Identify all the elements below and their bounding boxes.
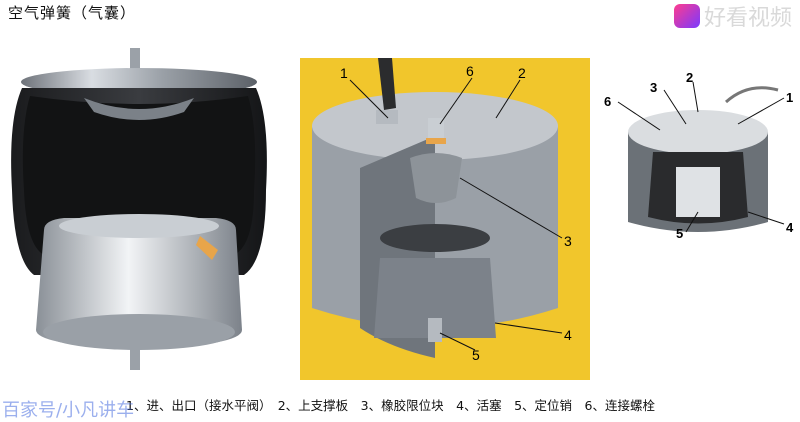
locating-pin bbox=[428, 318, 442, 342]
small-labelled-diagram: 3 2 6 1 4 5 bbox=[604, 72, 794, 241]
callout-right-4: 4 bbox=[786, 220, 794, 235]
piston-base-ring bbox=[43, 314, 235, 350]
bellows-inner-cavity bbox=[22, 96, 256, 255]
callout-middle-3: 3 bbox=[564, 233, 572, 249]
parts-legend-caption: 1、进、出口（接水平阀） 2、上支撑板 3、橡胶限位块 4、活塞 5、定位销 6… bbox=[126, 398, 655, 413]
upper-inner-cup bbox=[84, 98, 194, 120]
callout-right-3: 3 bbox=[650, 80, 657, 95]
piston-top-face bbox=[59, 214, 219, 238]
middle-piston bbox=[374, 258, 496, 338]
callout-right-5: 5 bbox=[676, 226, 683, 241]
middle-piston-top bbox=[380, 224, 490, 252]
bolt-orange-washer bbox=[426, 138, 446, 144]
brand-watermark: 好看视频 bbox=[673, 0, 792, 32]
brand-watermark-text: 好看视频 bbox=[703, 6, 792, 31]
brand-logo-icon bbox=[673, 4, 700, 28]
bottom-stud bbox=[130, 340, 140, 370]
air-spring-cutaway-render bbox=[11, 48, 267, 370]
connecting-bolt bbox=[428, 118, 444, 138]
labelled-cutaway-diagram: 1 6 2 3 4 5 bbox=[300, 58, 590, 380]
callout-right-1: 1 bbox=[786, 90, 793, 105]
bellows-seal bbox=[196, 236, 218, 260]
diagram-title: 空气弹簧（气囊） bbox=[8, 4, 137, 22]
inlet-pipe bbox=[378, 58, 396, 110]
callout-middle-6: 6 bbox=[466, 63, 474, 79]
rubber-stop bbox=[410, 153, 462, 203]
callout-middle-5: 5 bbox=[472, 347, 480, 363]
top-stud bbox=[130, 48, 140, 78]
callout-middle-4: 4 bbox=[564, 327, 572, 343]
callout-right-6: 6 bbox=[604, 94, 611, 109]
small-piston bbox=[676, 167, 720, 217]
small-top-plate bbox=[628, 110, 768, 154]
bottom-watermark: 百家号/小凡讲车 bbox=[2, 400, 135, 421]
callout-middle-1: 1 bbox=[340, 65, 348, 81]
callout-middle-2: 2 bbox=[518, 65, 526, 81]
callout-right-2: 2 bbox=[686, 72, 693, 85]
small-pipe bbox=[724, 86, 779, 104]
